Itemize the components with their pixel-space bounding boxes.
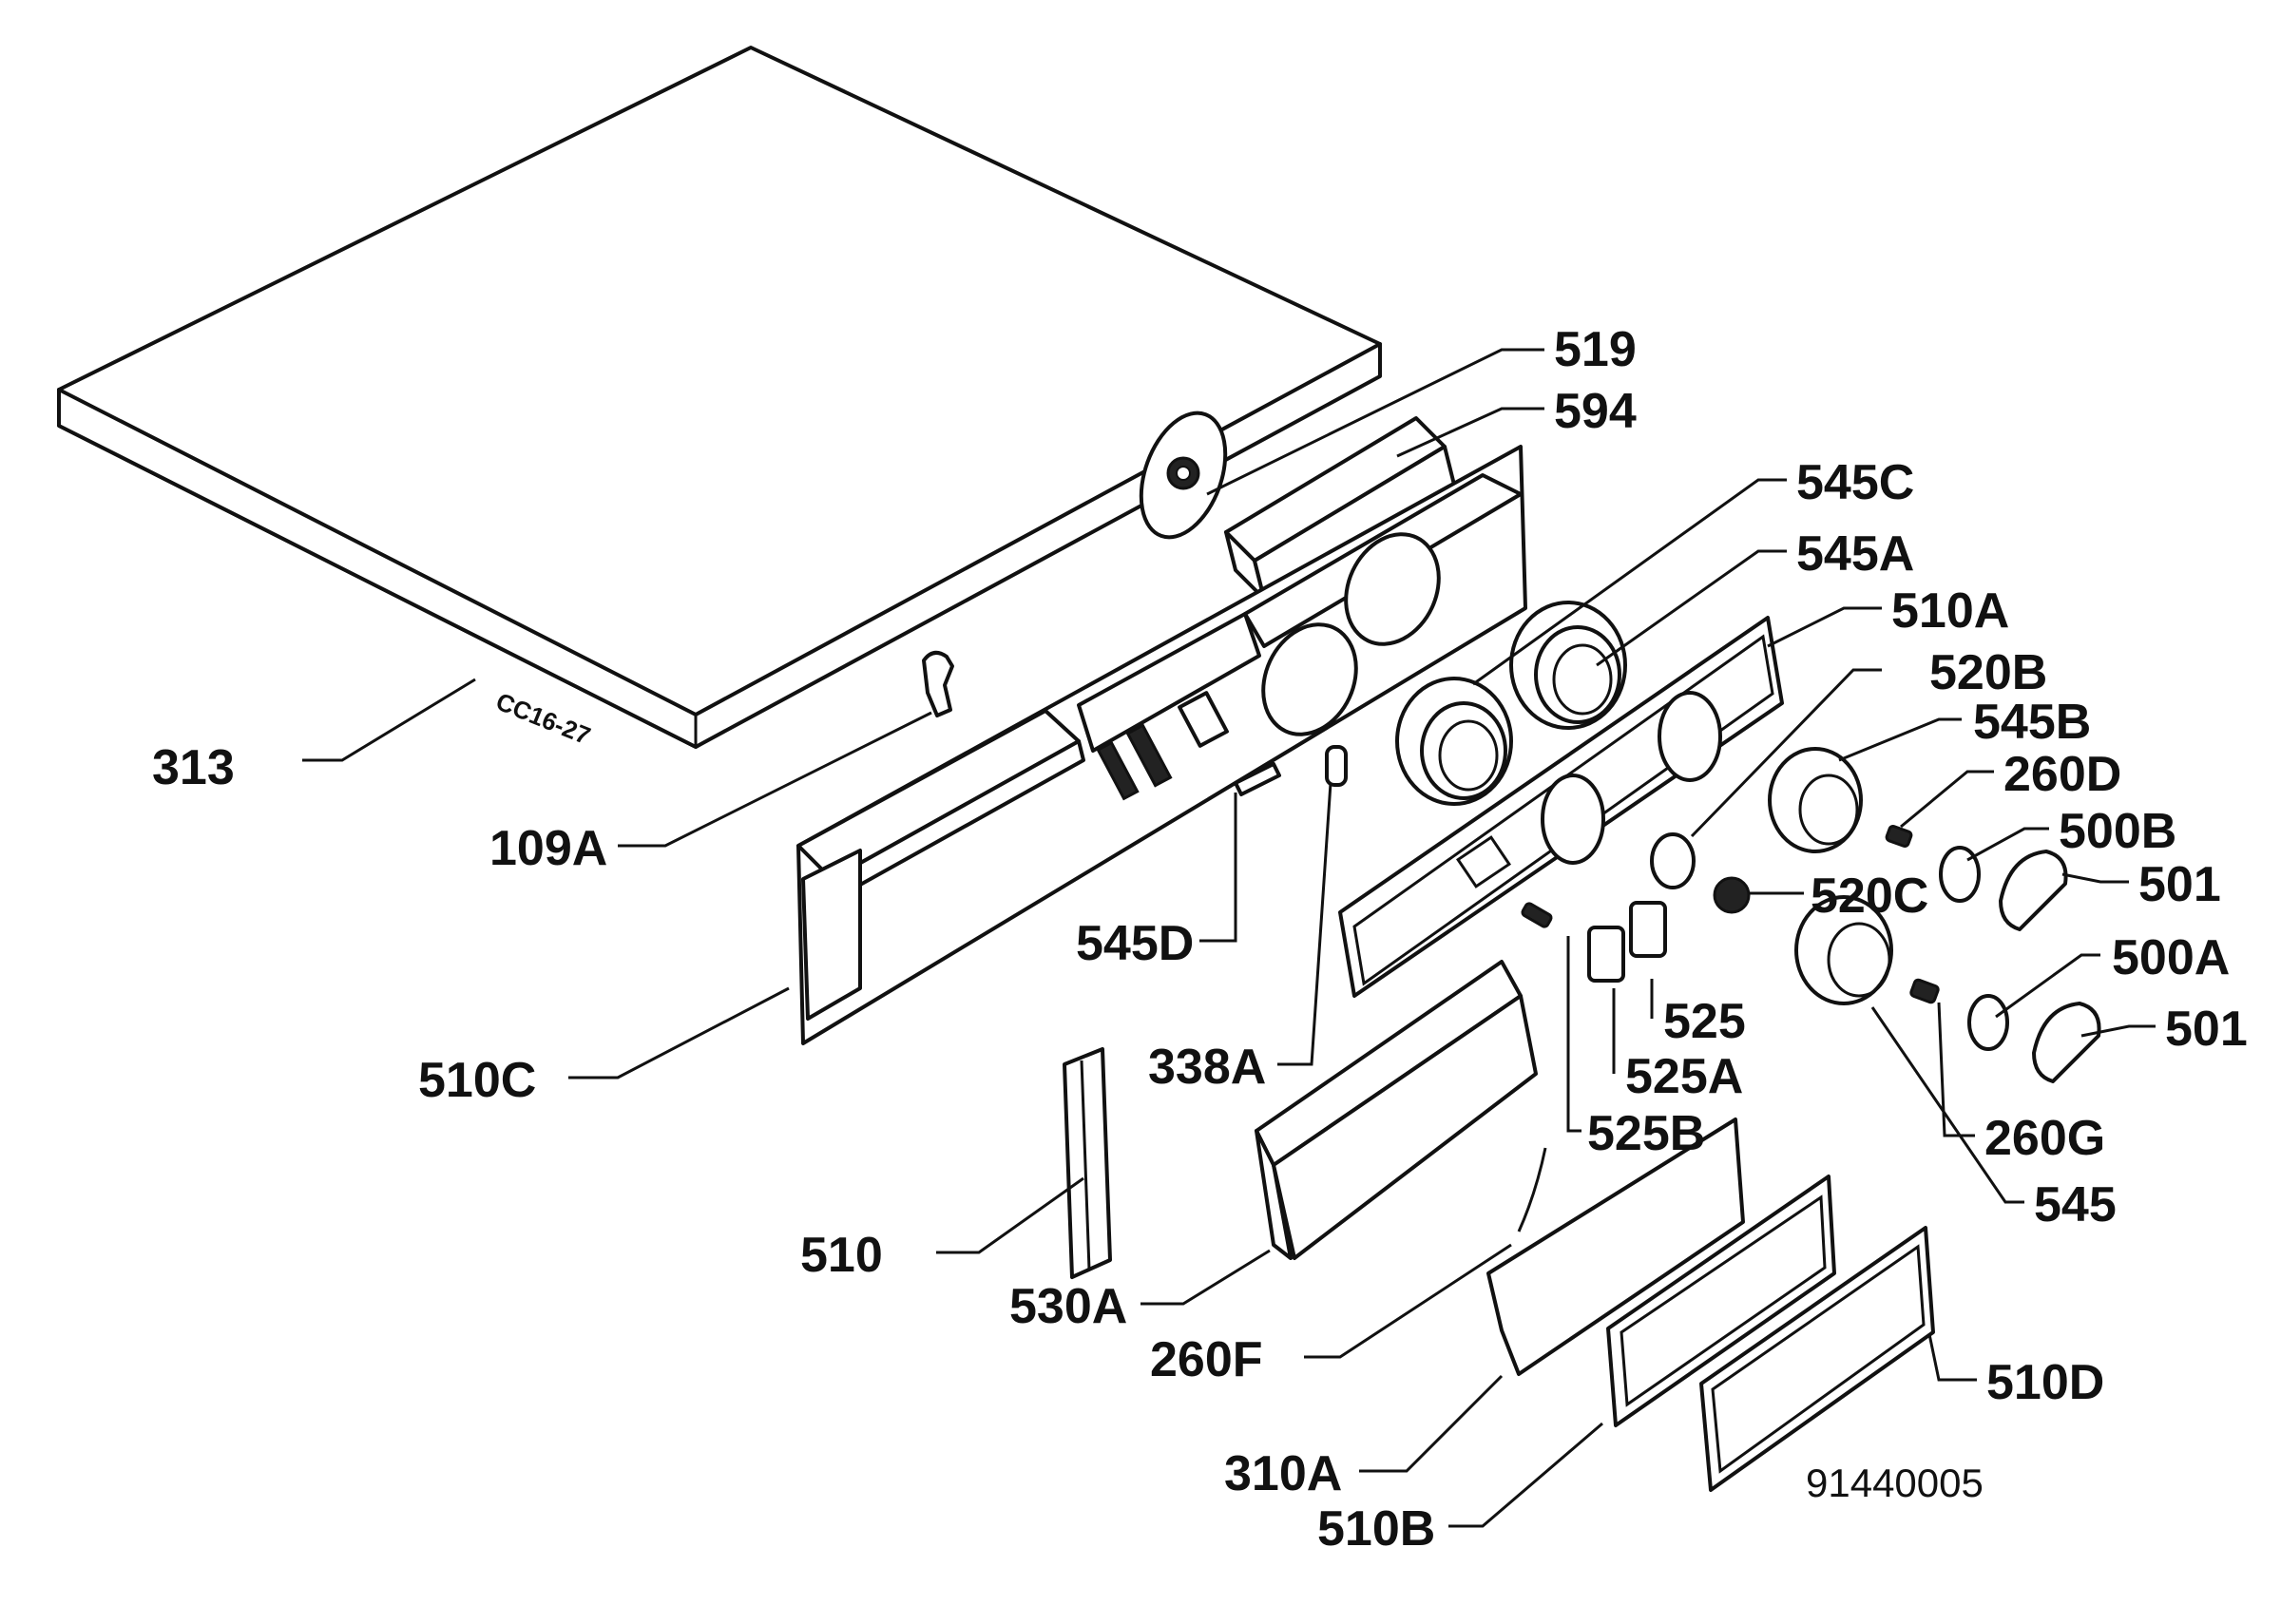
small-lamp-part xyxy=(1325,745,1348,787)
drawer-spring-part xyxy=(1517,1147,1547,1232)
label-530a: 530A xyxy=(1009,1279,1127,1334)
spring-upper-part xyxy=(1885,825,1913,848)
push-button-spring-part xyxy=(1521,902,1553,928)
side-trim-part xyxy=(1063,1047,1112,1279)
label-520c: 520C xyxy=(1811,869,1928,924)
label-545a: 545A xyxy=(1796,526,1914,582)
spring-lower-part xyxy=(1909,978,1940,1004)
bushing-lower-part xyxy=(1967,994,2009,1051)
label-545: 545 xyxy=(2034,1177,2117,1232)
push-button-a-part xyxy=(1587,926,1625,983)
leader-lines xyxy=(302,348,2156,1528)
label-520b: 520B xyxy=(1929,645,2047,700)
label-594: 594 xyxy=(1554,384,1637,439)
label-501-bottom: 501 xyxy=(2165,1002,2248,1057)
knob-ring-right-part xyxy=(1509,601,1627,730)
rotary-switch-part xyxy=(1139,411,1228,540)
label-313: 313 xyxy=(152,740,235,795)
label-545c: 545C xyxy=(1796,455,1914,510)
knob-cap-upper-part xyxy=(1999,850,2068,931)
label-545b: 545B xyxy=(1973,695,2091,750)
label-510a: 510A xyxy=(1891,583,2009,639)
detergent-drawer-part xyxy=(1255,960,1538,1260)
knob-cap-lower-part xyxy=(2032,1002,2101,1083)
knob-ring-left-part xyxy=(1395,677,1513,806)
connector-part xyxy=(1713,876,1751,914)
label-525b: 525B xyxy=(1587,1106,1705,1161)
label-510: 510 xyxy=(800,1228,883,1283)
label-338a: 338A xyxy=(1148,1040,1266,1095)
label-545d: 545D xyxy=(1076,916,1194,971)
label-510d: 510D xyxy=(1986,1355,2104,1410)
handle-part xyxy=(1486,1118,1745,1376)
label-260g: 260G xyxy=(1984,1111,2105,1166)
pilot-light-part xyxy=(1650,832,1696,889)
bushing-upper-part xyxy=(1939,846,1981,903)
small-spring-part xyxy=(1234,762,1281,796)
part-labels: 313 109A 519 594 545C 545A 510A 520B 545… xyxy=(152,322,2248,1557)
label-260d: 260D xyxy=(2003,747,2121,802)
label-510b: 510B xyxy=(1317,1501,1435,1557)
window-cover-part xyxy=(1699,1226,1935,1492)
lid-marking: CC16-27 xyxy=(492,687,595,751)
label-525: 525 xyxy=(1663,994,1746,1049)
label-510c: 510C xyxy=(418,1053,536,1108)
label-519: 519 xyxy=(1554,322,1637,377)
selector-knob-lower-part xyxy=(1794,895,1893,1005)
label-109a: 109A xyxy=(489,821,607,876)
drawing-number: 91440005 xyxy=(1806,1461,1984,1505)
hinge-clip-part xyxy=(922,650,954,717)
window-frame-part xyxy=(1606,1175,1836,1427)
selector-knob-upper-part xyxy=(1768,747,1863,853)
label-500b: 500B xyxy=(2059,804,2176,859)
label-260f: 260F xyxy=(1150,1332,1263,1387)
push-button-b-part xyxy=(1629,901,1667,958)
control-panel-housing-part xyxy=(796,445,1527,1045)
label-310a: 310A xyxy=(1224,1446,1342,1501)
label-500a: 500A xyxy=(2112,930,2230,985)
label-501-top: 501 xyxy=(2138,857,2221,912)
label-525a: 525A xyxy=(1625,1049,1743,1104)
front-fascia-part xyxy=(1338,616,1784,998)
